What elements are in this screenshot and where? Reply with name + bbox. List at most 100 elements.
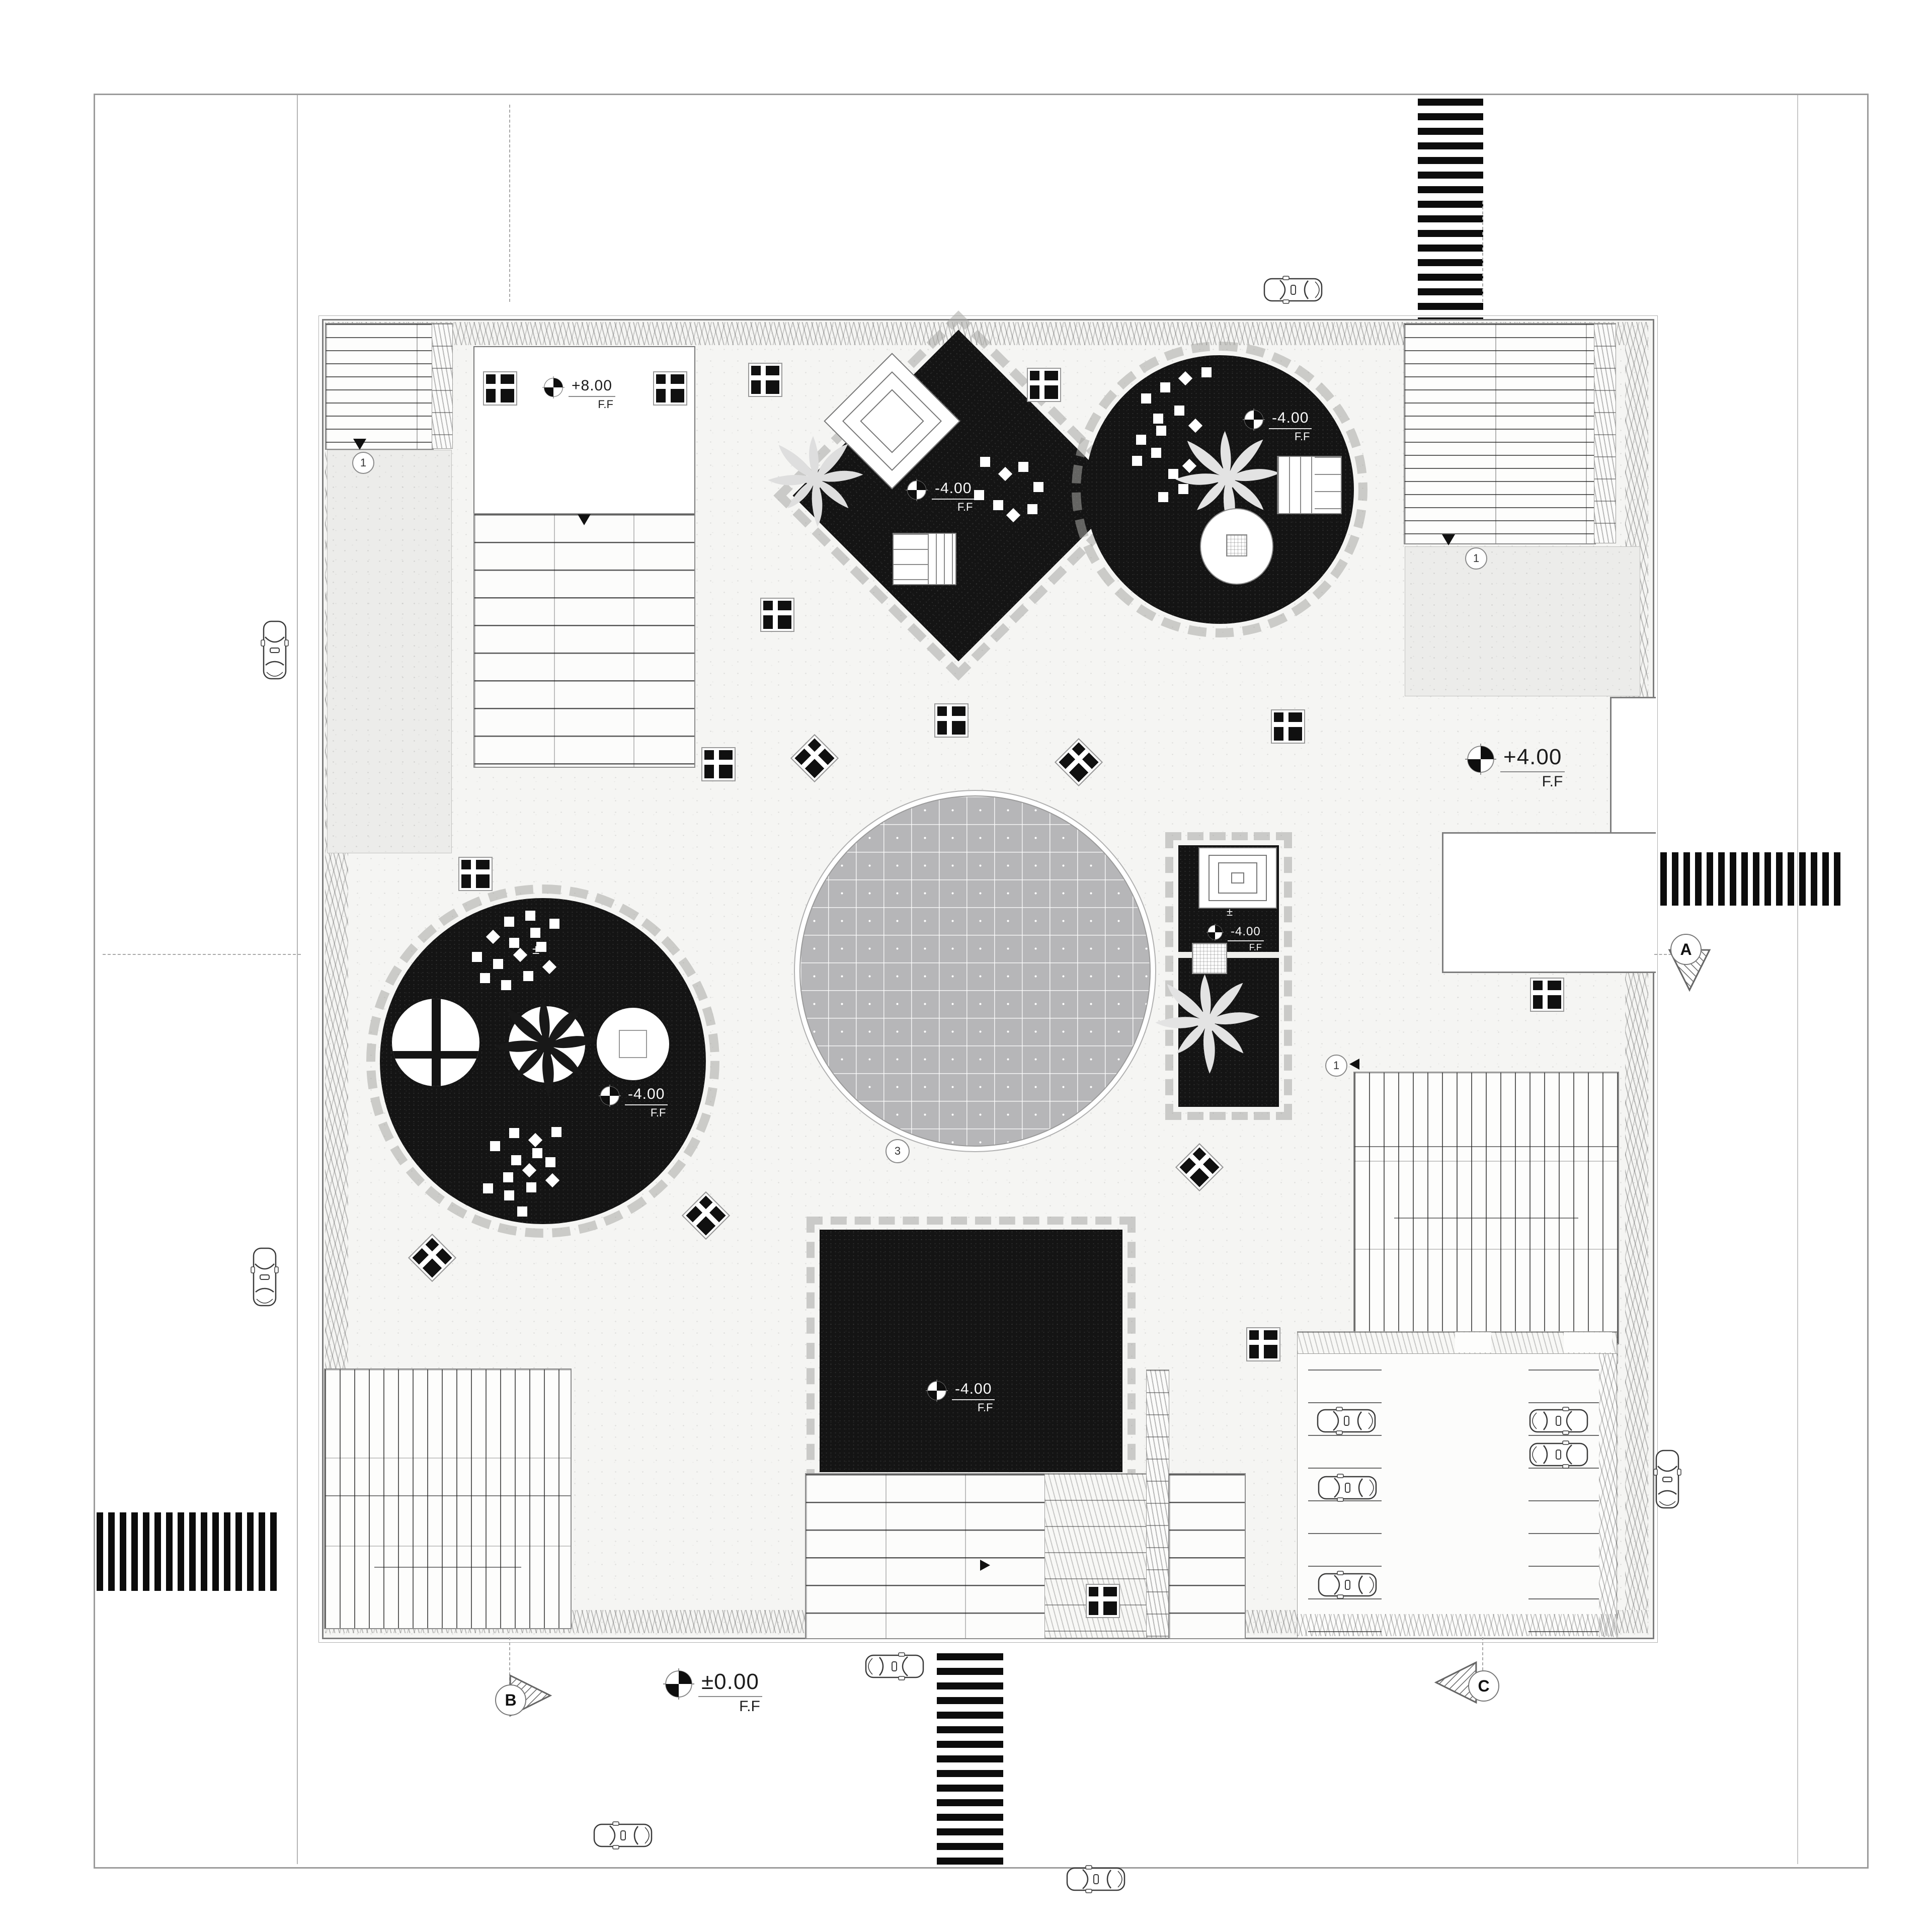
confetti-paver [545, 1157, 555, 1167]
pyramid-ring-1 [1208, 855, 1267, 901]
level-target-icon [542, 376, 565, 398]
level-datum: F.F [957, 501, 973, 513]
confetti-paver [1027, 504, 1037, 514]
grid-line-c-bottom [1482, 1637, 1483, 1670]
confetti-paver [501, 980, 511, 990]
palm-tree-west [489, 987, 604, 1103]
fountain-grate-northeast [1226, 534, 1247, 556]
section-marker-a: A [1670, 934, 1702, 965]
confetti-paver [483, 1183, 493, 1193]
section-letter: C [1478, 1676, 1490, 1695]
sheet-border [94, 94, 1869, 1869]
confetti-paver [509, 938, 519, 948]
confetti-paver [480, 973, 490, 983]
palm-tree-east [1150, 963, 1265, 1079]
confetti-paver [517, 1206, 527, 1217]
confetti-paver [1201, 367, 1212, 377]
confetti-paver [503, 1172, 513, 1182]
roof-northeast-arrow [1442, 534, 1455, 545]
confetti-paver [551, 1127, 561, 1137]
roof-southeast [1353, 1072, 1619, 1344]
confetti-paver [1174, 406, 1184, 416]
level-value: -4.00 [625, 1086, 668, 1105]
level-datum: F.F [1294, 430, 1310, 443]
level-value: -4.00 [952, 1381, 995, 1400]
roof-northwest-edge-hatch [432, 323, 453, 449]
section-marker-c: C [1468, 1670, 1499, 1702]
level-target-icon [926, 1380, 948, 1402]
car [1317, 1571, 1378, 1599]
car [1653, 1449, 1681, 1509]
roof-southeast-arrow [1349, 1059, 1359, 1070]
level-value: -4.00 [1269, 410, 1312, 429]
skylight-window [484, 372, 516, 405]
level-datum: F.F [1542, 773, 1563, 790]
plan-notch-upper [1610, 697, 1656, 835]
skylight-window [761, 599, 793, 631]
paving-path-south [1044, 1473, 1147, 1638]
level-value: -4.00 [932, 480, 975, 500]
car [593, 1821, 653, 1849]
central-pool [799, 795, 1151, 1147]
drum-cross-vertical [432, 999, 441, 1086]
level-datum: F.F [739, 1698, 760, 1715]
detail-callout-ne-roof: 1 [1465, 547, 1487, 570]
pavilion-northeast [1277, 456, 1342, 514]
stairs-northwest-arrow [578, 514, 591, 525]
road-lane-line-east [1797, 95, 1798, 1864]
car [1066, 1865, 1126, 1893]
level-value: +8.00 [569, 377, 615, 397]
plan-notch-lower [1442, 832, 1656, 973]
skylight-window [1272, 710, 1304, 743]
plan-edge-planting-east [1625, 345, 1648, 1610]
skylight-window [654, 372, 686, 405]
confetti-paver [490, 1141, 500, 1151]
crosswalk-west [97, 1512, 280, 1591]
roof-joint-line [1354, 1146, 1618, 1147]
roof-southwest [324, 1369, 572, 1629]
car [1317, 1474, 1378, 1502]
skylight-drum-west-1 [392, 999, 479, 1086]
road-lane-line-west [297, 95, 298, 1864]
confetti-paver [1156, 426, 1166, 436]
roof-joint-line [374, 1567, 522, 1568]
car [1528, 1440, 1589, 1469]
confetti-paver [1168, 469, 1178, 479]
fountain-grate-east [1192, 943, 1227, 974]
car [1528, 1407, 1589, 1435]
grid-line-a-west [103, 954, 301, 955]
skylight-drum-west-3 [597, 1008, 669, 1080]
confetti-paver [1178, 484, 1188, 494]
skylight-window [1531, 979, 1563, 1011]
confetti-paver [980, 457, 990, 467]
confetti-paver [523, 971, 533, 981]
kiosk-stair-lines [894, 534, 928, 584]
detail-callout-east-court: 1 [1325, 1055, 1347, 1077]
roof-northeast-edge-hatch [1594, 323, 1616, 543]
parking-planting-east [1599, 1353, 1618, 1637]
confetti-paver [536, 942, 546, 952]
pyramid-apex [1231, 872, 1244, 883]
confetti-paver [1160, 382, 1170, 392]
kiosk-wall-lines [927, 534, 955, 584]
skylight-window [1028, 369, 1060, 401]
pyramid-skylight-east [1198, 847, 1277, 909]
building-northwest [473, 346, 695, 514]
parking-entry-gap-1 [1455, 1332, 1491, 1352]
grid-line-b-top [509, 105, 510, 302]
skylight-window [935, 704, 968, 737]
roof-joint-line [325, 1495, 571, 1496]
confetti-paver [974, 490, 984, 500]
level-datum: F.F [650, 1106, 666, 1119]
level-target-icon [1206, 924, 1224, 941]
stairs-south-arrow [980, 1560, 990, 1571]
pavilion-ne-wall-lines [1278, 457, 1315, 513]
section-marker-b: B [495, 1684, 526, 1716]
